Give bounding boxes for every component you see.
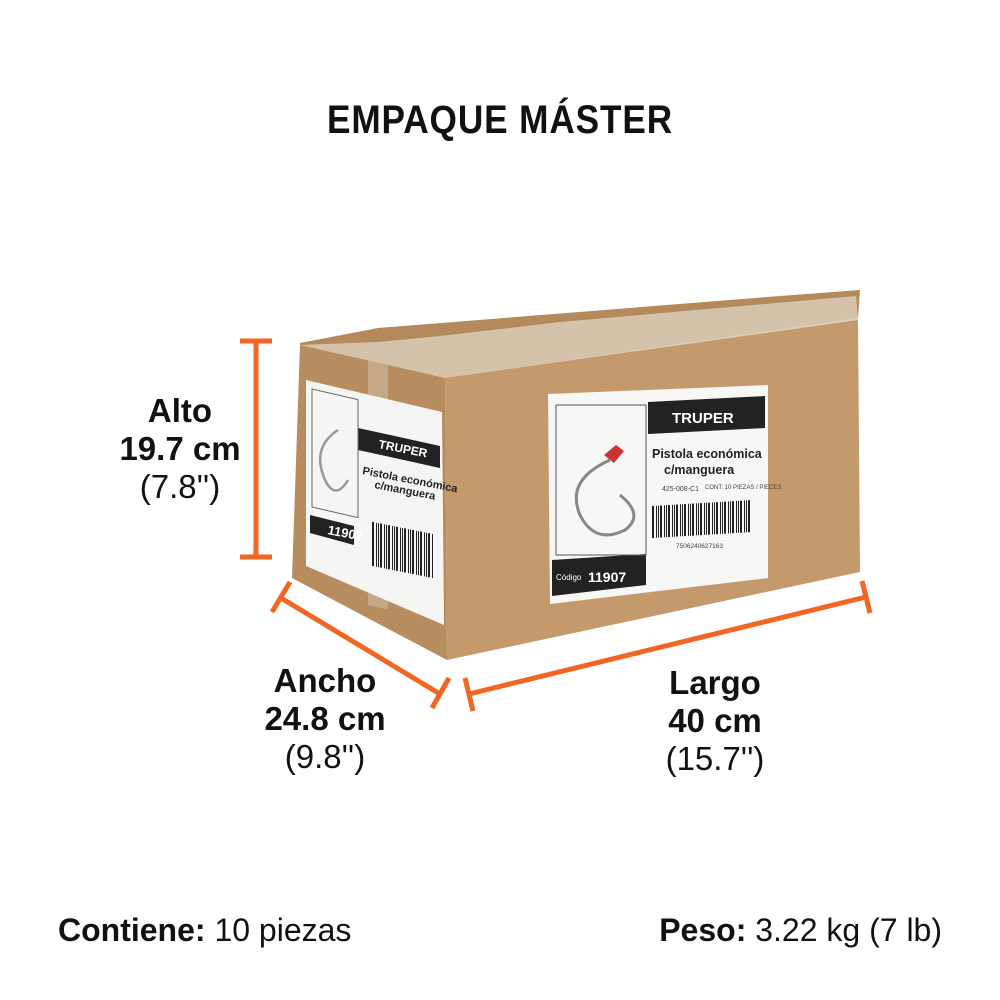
ancho-dimension: Ancho 24.8 cm (9.8'') — [240, 662, 410, 776]
alto-dimension: Alto 19.7 cm (7.8'') — [110, 392, 250, 506]
svg-text:Pistola económica: Pistola económica — [652, 447, 763, 461]
packing-tape — [300, 296, 858, 380]
alto-label: Alto — [147, 392, 213, 429]
barcode-front-icon — [652, 500, 750, 538]
alto-dimension-line — [240, 338, 272, 560]
side-product-label: TRUPER Pistola económica c/manguera 1190… — [306, 380, 459, 625]
largo-dimension-line — [462, 580, 873, 712]
alto-imperial: (7.8'') — [139, 468, 221, 505]
largo-metric: 40 cm — [668, 702, 762, 739]
largo-imperial: (15.7'') — [665, 740, 765, 777]
svg-text:11907: 11907 — [588, 569, 626, 585]
barcode-side-icon — [372, 522, 433, 578]
weight-label: Peso: — [659, 912, 747, 948]
front-product-label: TRUPER Pistola económica c/manguera 425-… — [548, 385, 781, 604]
weight-info: Peso: 3.22 kg (7 lb) — [659, 912, 942, 949]
svg-text:425-008-C1: 425-008-C1 — [662, 486, 699, 493]
svg-text:c/manguera: c/manguera — [664, 463, 735, 477]
brand-logo-front: TRUPER — [672, 410, 734, 427]
contents-info: Contiene: 10 piezas — [58, 912, 351, 949]
ancho-metric: 24.8 cm — [264, 700, 386, 737]
page-title: EMPAQUE MÁSTER — [326, 98, 674, 142]
hose-gun-icon — [574, 458, 636, 537]
svg-text:Código: Código — [556, 573, 582, 582]
svg-text:CONT: 10 PIEZAS / PIECES: CONT: 10 PIEZAS / PIECES — [705, 485, 781, 491]
ancho-dimension-line — [269, 580, 452, 710]
contents-label: Contiene: — [58, 912, 206, 948]
contents-value: 10 piezas — [214, 912, 352, 948]
ancho-imperial: (9.8'') — [284, 738, 366, 775]
hose-gun-side-icon — [318, 428, 350, 492]
svg-text:7506240627163: 7506240627163 — [676, 543, 723, 550]
largo-dimension: Largo 40 cm (15.7'') — [640, 664, 790, 778]
dimension-lines — [240, 338, 873, 712]
weight-value: 3.22 kg (7 lb) — [755, 912, 942, 948]
largo-label: Largo — [669, 664, 761, 701]
ancho-label: Ancho — [273, 662, 377, 699]
alto-metric: 19.7 cm — [119, 430, 241, 467]
svg-text:11907: 11907 — [326, 522, 364, 543]
